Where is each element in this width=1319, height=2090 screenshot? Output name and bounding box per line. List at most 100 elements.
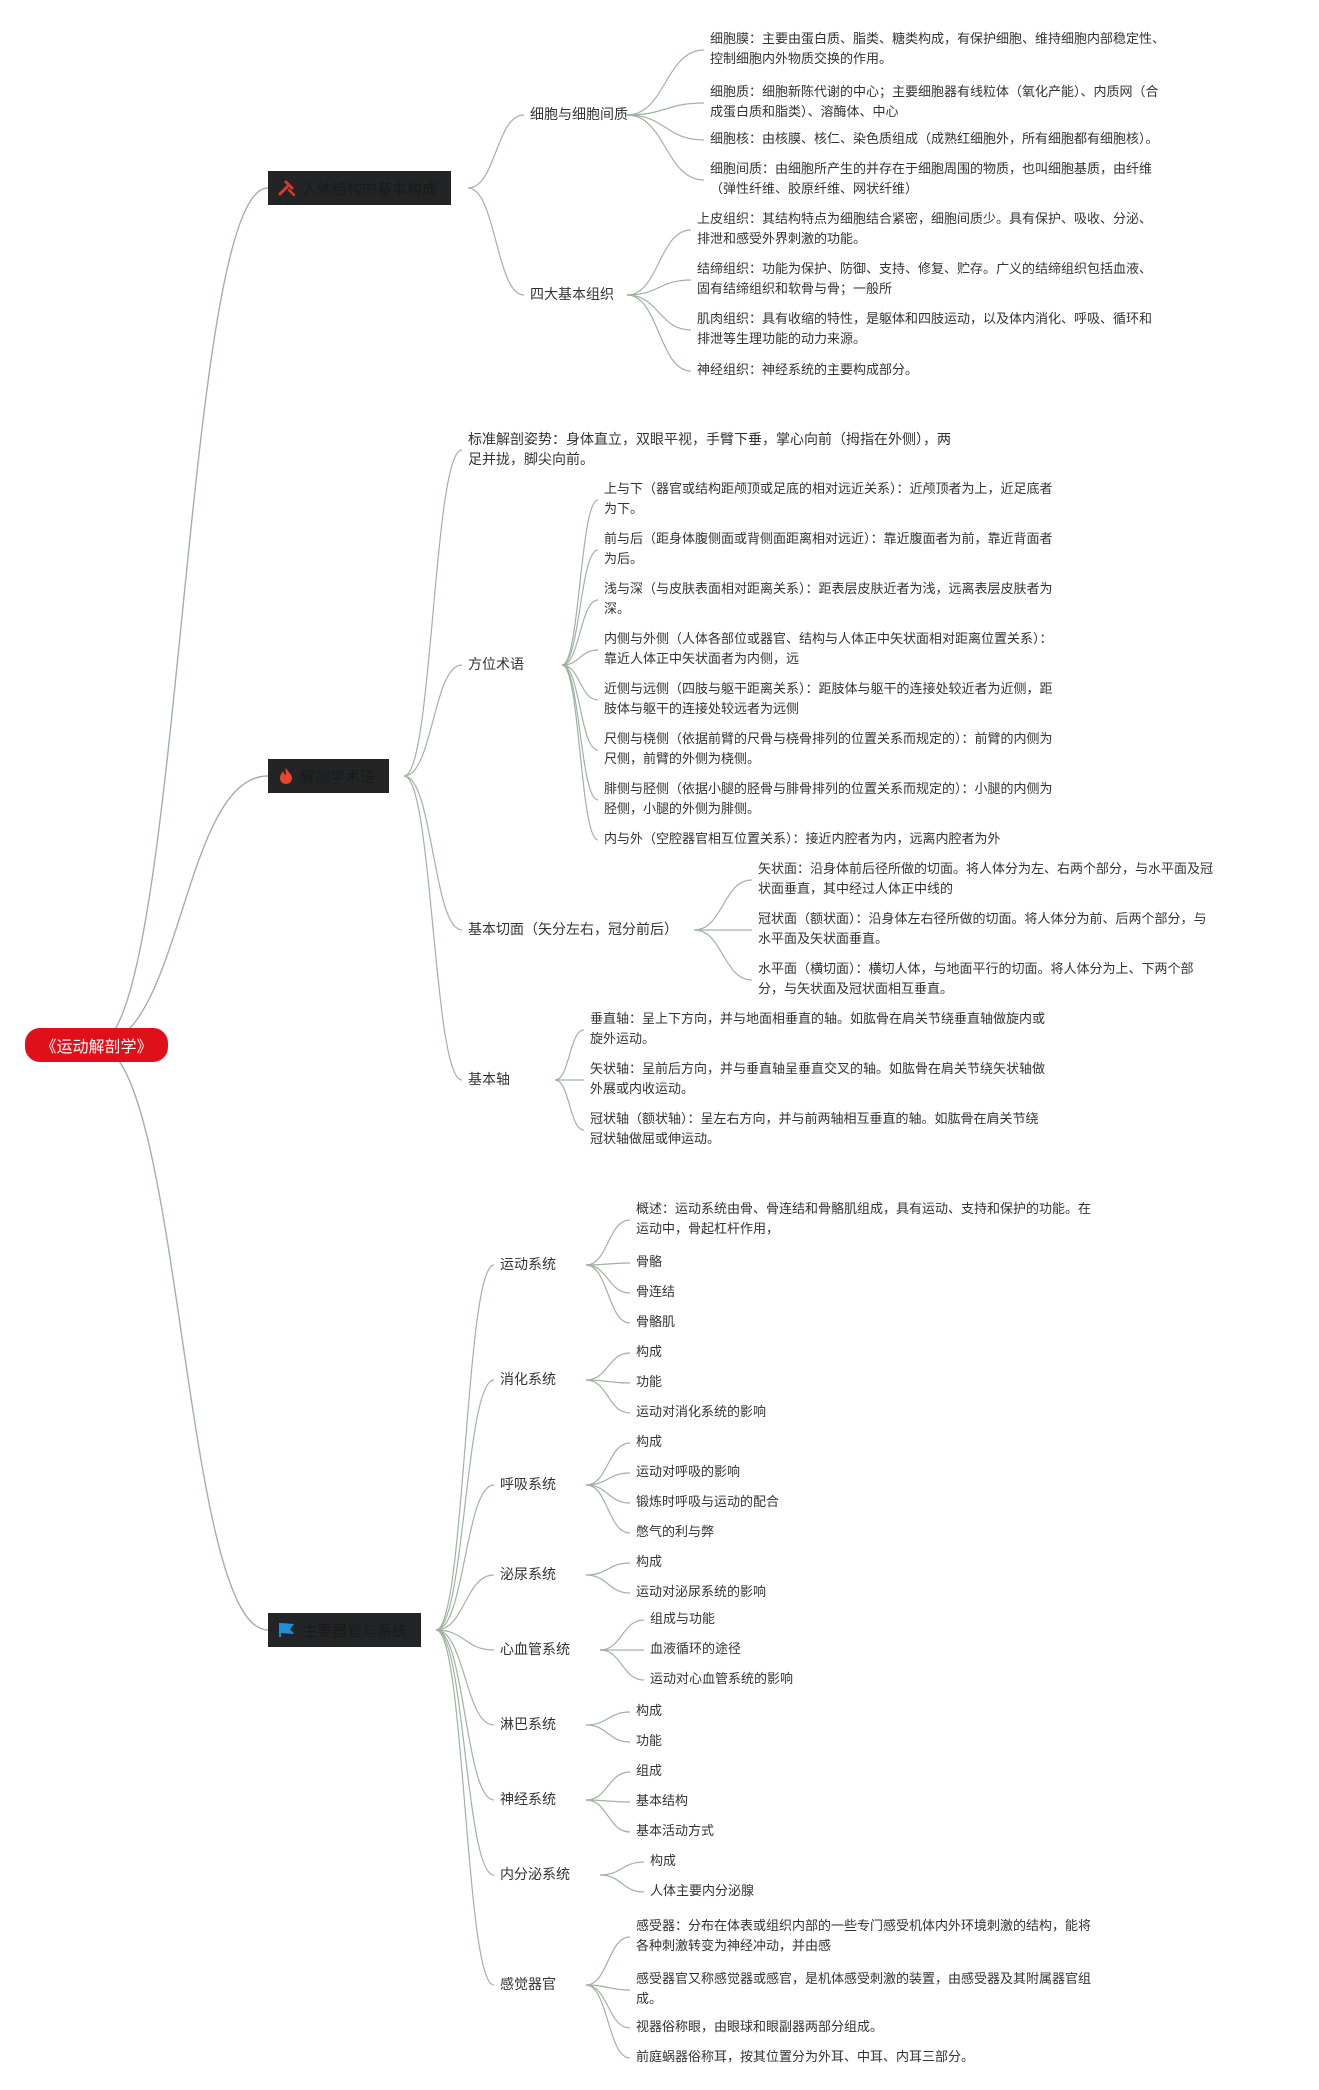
connector <box>585 1936 631 1986</box>
connector <box>585 1484 631 1534</box>
leaf-node[interactable]: 运动对消化系统的影响 <box>636 1405 767 1420</box>
leaf-node[interactable]: 运动对泌尿系统的影响 <box>636 1585 767 1600</box>
connector <box>585 1562 631 1576</box>
connector <box>435 1629 495 1651</box>
topic-node[interactable]: 淋巴系统 <box>500 1717 556 1733</box>
leaf-node[interactable]: 人体主要内分泌腺 <box>650 1884 755 1899</box>
topic-node[interactable]: 标准解剖姿势：身体直立，双眼平视，手臂下垂，掌心向前（拇指在外侧），两足并拢，脚… <box>468 432 951 468</box>
branch-node[interactable]: 主要器官与系统 <box>268 1613 422 1647</box>
leaf-node[interactable]: 运动对心血管系统的影响 <box>650 1672 794 1687</box>
connector <box>585 1264 631 1324</box>
leaf-node[interactable]: 构成 <box>636 1345 663 1360</box>
leaf-node[interactable]: 前庭蜗器俗称耳，按其位置分为外耳、中耳、内耳三部分。 <box>636 2050 975 2065</box>
connector <box>585 1379 631 1414</box>
leaf-node[interactable]: 感受器官又称感觉器或感官，是机体感受刺激的装置，由感受器及其附属器官组成。 <box>636 1972 1092 2007</box>
leaf-node[interactable]: 组成 <box>636 1764 663 1779</box>
leaf-node[interactable]: 近侧与远侧（四肢与躯干距离关系）：距肢体与躯干的连接处较近者为近侧，距肢体与躯干… <box>604 682 1053 717</box>
topic-node[interactable]: 四大基本组织 <box>530 287 614 303</box>
leaf-node[interactable]: 功能 <box>636 1734 663 1749</box>
connector <box>95 187 269 1046</box>
leaf-node[interactable]: 上皮组织：其结构特点为细胞结合紧密，细胞间质少。具有保护、吸收、分泌、排泄和感受… <box>697 212 1153 247</box>
leaf-node[interactable]: 细胞质：细胞新陈代谢的中心；主要细胞器有线粒体（氧化产能）、内质网（合成蛋白质和… <box>710 85 1159 120</box>
topic-node[interactable]: 感觉器官 <box>500 1977 556 1993</box>
connector <box>626 102 705 116</box>
leaf-node[interactable]: 骨骼 <box>636 1255 663 1270</box>
leaf-node[interactable]: 感受器：分布在体表或组织内部的一些专门感受机体内外环境刺激的结构，能将各种刺激转… <box>636 1919 1092 1954</box>
connector <box>403 664 463 777</box>
fire-icon <box>278 767 300 785</box>
root-node[interactable]: 《运动解剖学》 <box>25 1028 168 1062</box>
leaf-node[interactable]: 内与外（空腔器官相互位置关系）：接近内腔者为内，远离内腔者为外 <box>604 832 1001 847</box>
topic-node[interactable]: 基本轴 <box>468 1072 510 1088</box>
connector <box>626 279 692 296</box>
connector <box>585 1771 631 1801</box>
connector <box>435 1379 495 1631</box>
connector <box>585 1799 631 1833</box>
connector <box>599 1619 645 1651</box>
topic-node[interactable]: 消化系统 <box>500 1372 556 1388</box>
topic-node[interactable]: 内分泌系统 <box>500 1867 570 1883</box>
leaf-node[interactable]: 基本活动方式 <box>636 1824 715 1839</box>
leaf-node[interactable]: 概述：运动系统由骨、骨连结和骨骼肌组成，具有运动、支持和保护的功能。在运动中，骨… <box>636 1202 1092 1237</box>
leaf-node[interactable]: 视器俗称眼，由眼球和眼副器两部分组成。 <box>636 2020 884 2035</box>
leaf-node[interactable]: 运动对呼吸的影响 <box>636 1465 741 1480</box>
connector <box>626 294 692 331</box>
leaf-node[interactable]: 水平面（横切面）：横切人体，与地面平行的切面。将人体分为上、下两个部分，与矢状面… <box>758 962 1194 997</box>
connector <box>585 1724 631 1743</box>
connector <box>561 599 599 666</box>
connector <box>403 775 463 931</box>
leaf-node[interactable]: 垂直轴：呈上下方向，并与地面相垂直的轴。如肱骨在肩关节绕垂直轴做旋内或旋外运动。 <box>590 1012 1046 1047</box>
leaf-node[interactable]: 冠状面（额状面）：沿身体左右径所做的切面。将人体分为前、后两个部分，与水平面及矢… <box>758 912 1207 947</box>
topic-node[interactable]: 细胞与细胞间质 <box>530 107 628 123</box>
branch-node[interactable]: 人体结构的基本构成 <box>268 171 452 205</box>
connector <box>585 1711 631 1726</box>
branch-node[interactable]: 解剖学术语 <box>268 759 390 793</box>
connector <box>403 775 463 1081</box>
connector <box>467 187 525 296</box>
branch-label: 解剖学术语 <box>300 767 376 786</box>
leaf-node[interactable]: 内侧与外侧（人体各部位或器官、结构与人体正中矢状面相对距离位置关系）：靠近人体正… <box>604 632 1053 667</box>
leaf-node[interactable]: 组成与功能 <box>650 1612 716 1627</box>
topic-node[interactable]: 方位术语 <box>468 657 524 673</box>
leaf-node[interactable]: 骨连结 <box>636 1285 676 1300</box>
leaf-node[interactable]: 锻炼时呼吸与运动的配合 <box>636 1495 780 1510</box>
leaf-node[interactable]: 冠状轴（额状轴）：呈左右方向，并与前两轴相互垂直的轴。如肱骨在肩关节绕冠状轴做屈… <box>590 1112 1039 1147</box>
leaf-node[interactable]: 功能 <box>636 1375 663 1390</box>
leaf-node[interactable]: 憋气的利与弊 <box>636 1525 715 1540</box>
leaf-node[interactable]: 上与下（器官或结构距颅顶或足底的相对远近关系）：近颅顶者为上，近足底者为下。 <box>604 482 1053 517</box>
leaf-node[interactable]: 肌肉组织：具有收缩的特性，是躯体和四肢运动，以及体内消化、呼吸、循环和排泄等生理… <box>697 312 1153 347</box>
leaf-node[interactable]: 尺侧与桡侧（依据前臂的尺骨与桡骨排列的位置关系而规定的）：前臂的内侧为尺侧，前臂… <box>604 732 1053 767</box>
connector <box>585 1442 631 1486</box>
connector <box>435 1629 495 1876</box>
topic-node[interactable]: 泌尿系统 <box>500 1567 556 1583</box>
leaf-node[interactable]: 浅与深（与皮肤表面相对距离关系）：距表层皮肤近者为浅，远离表层皮肤者为深。 <box>604 582 1053 617</box>
topic-node[interactable]: 心血管系统 <box>500 1642 570 1658</box>
leaf-node[interactable]: 构成 <box>636 1555 663 1570</box>
leaf-node[interactable]: 结缔组织：功能为保护、防御、支持、修复、贮存。广义的结缔组织包括血液、固有结缔组… <box>697 262 1153 297</box>
topic-node[interactable]: 呼吸系统 <box>500 1477 556 1493</box>
leaf-node[interactable]: 腓侧与胫侧（依据小腿的胫骨与腓骨排列的位置关系而规定的）：小腿的内侧为胫侧，小腿… <box>604 782 1053 817</box>
branch-label: 人体结构的基本构成 <box>302 179 438 198</box>
topic-node[interactable]: 运动系统 <box>500 1257 556 1273</box>
leaf-node[interactable]: 神经组织：神经系统的主要构成部分。 <box>697 363 919 378</box>
connector <box>435 1629 495 1801</box>
topic-node[interactable]: 基本切面（矢分左右，冠分前后） <box>468 922 678 938</box>
leaf-node[interactable]: 构成 <box>636 1704 663 1719</box>
leaf-node[interactable]: 骨骼肌 <box>636 1315 676 1330</box>
connector <box>561 664 599 701</box>
leaf-node[interactable]: 构成 <box>636 1435 663 1450</box>
connector <box>435 1574 495 1631</box>
topic-node[interactable]: 神经系统 <box>500 1792 556 1808</box>
leaf-node[interactable]: 矢状轴：呈前后方向，并与垂直轴呈垂直交叉的轴。如肱骨在肩关节绕矢状轴做外展或内收… <box>590 1062 1046 1097</box>
leaf-node[interactable]: 细胞间质：由细胞所产生的并存在于细胞周围的物质，也叫细胞基质，由纤维（弹性纤维、… <box>710 162 1153 197</box>
leaf-node[interactable]: 细胞膜：主要由蛋白质、脂类、糖类构成，有保护细胞、维持细胞内部稳定性、控制细胞内… <box>710 32 1166 67</box>
connector <box>585 1264 631 1294</box>
leaf-node[interactable]: 构成 <box>650 1854 677 1869</box>
connector <box>561 549 599 666</box>
leaf-node[interactable]: 矢状面：沿身体前后径所做的切面。将人体分为左、右两个部分，与水平面及冠状面垂直，… <box>758 862 1214 897</box>
connector <box>435 1484 495 1631</box>
leaf-node[interactable]: 血液循环的途径 <box>650 1642 742 1657</box>
leaf-node[interactable]: 细胞核：由核膜、核仁、染色质组成（成熟红细胞外，所有细胞都有细胞核）。 <box>710 132 1159 147</box>
leaf-node[interactable]: 前与后（距身体腹侧面或背侧面距离相对远近）：靠近腹面者为前，靠近背面者为后。 <box>604 532 1053 567</box>
leaf-node[interactable]: 基本结构 <box>636 1794 689 1809</box>
